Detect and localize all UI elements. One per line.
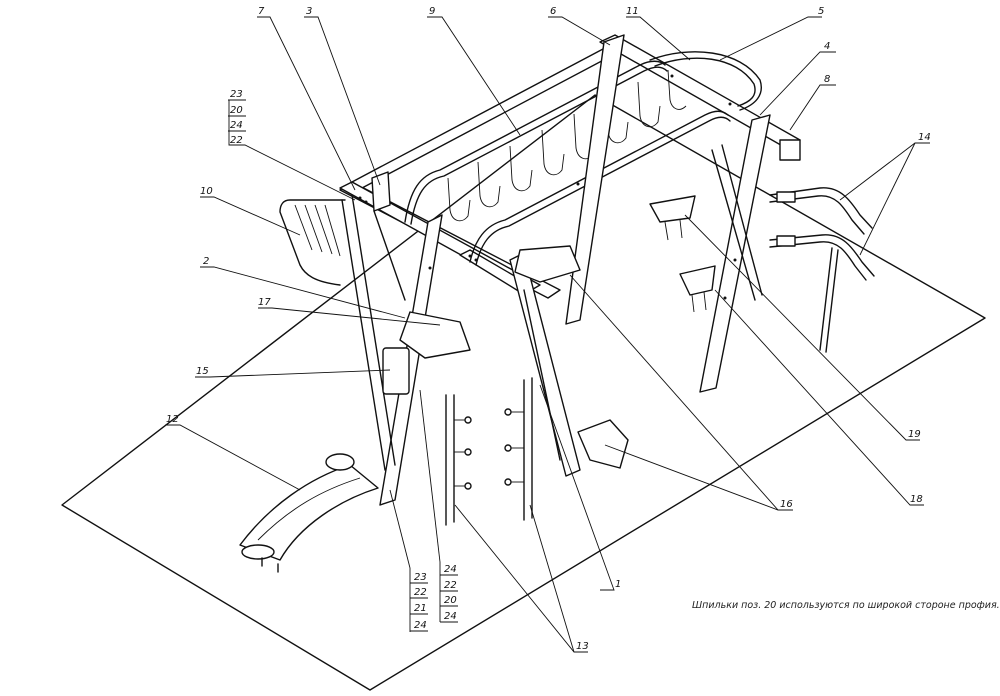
base-plate [62, 95, 985, 690]
stack-br-1: 24 [444, 564, 457, 575]
assembly-note: Шпильки поз. 20 используются по широкой … [692, 600, 1000, 611]
label-12: 12 [166, 414, 179, 425]
label-8: 8 [824, 74, 830, 85]
label-4: 4 [824, 41, 830, 52]
side-handrails [770, 188, 874, 352]
label-19: 19 [908, 429, 921, 440]
label-17: 17 [258, 297, 271, 308]
stack-bl-1: 23 [414, 572, 427, 583]
stack-bottom-right: 24 22 20 24 [440, 562, 458, 622]
stack-bl-4: 24 [414, 620, 427, 631]
curved-bench [240, 454, 378, 572]
label-11: 11 [626, 6, 639, 17]
label-9: 9 [429, 6, 435, 17]
stack-top-left: 23 20 24 22 [228, 89, 246, 146]
pegs-poles [446, 378, 532, 525]
label-15: 15 [196, 366, 209, 377]
stack-tl-4: 22 [230, 135, 243, 146]
label-18: 18 [910, 494, 923, 505]
stack-tl-1: 23 [230, 89, 243, 100]
top-frame [340, 35, 800, 298]
part-labels: 7 3 9 6 11 5 4 8 14 10 2 17 15 12 19 18 … [166, 6, 931, 652]
label-2: 2 [203, 256, 209, 267]
stack-bl-3: 21 [414, 603, 427, 614]
label-3: 3 [306, 6, 312, 17]
posts [342, 35, 770, 505]
stack-br-4: 24 [444, 611, 457, 622]
platforms [383, 196, 715, 468]
bolts [358, 74, 737, 300]
stack-tl-3: 24 [230, 120, 243, 131]
label-16: 16 [780, 499, 793, 510]
stack-tl-2: 20 [230, 105, 243, 116]
leaders [165, 17, 930, 652]
back-rest-ladder [280, 200, 345, 285]
label-14: 14 [918, 132, 931, 143]
label-10: 10 [200, 186, 213, 197]
stack-bottom-left: 23 22 21 24 [410, 568, 428, 632]
stack-br-3: 20 [444, 595, 457, 606]
label-1: 1 [615, 579, 621, 590]
label-6: 6 [550, 6, 556, 17]
label-5: 5 [818, 6, 824, 17]
label-7: 7 [258, 6, 265, 17]
stack-br-2: 22 [444, 580, 457, 591]
stack-bl-2: 22 [414, 587, 427, 598]
label-13: 13 [576, 641, 589, 652]
